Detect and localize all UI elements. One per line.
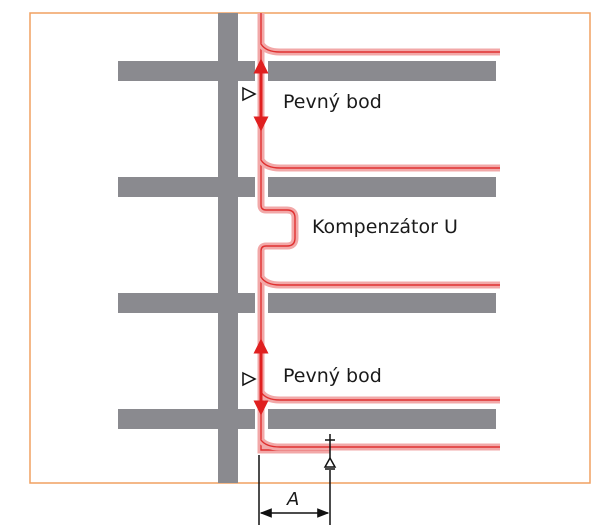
dimension-label: A <box>286 489 299 510</box>
branch-pipe-1 <box>258 41 500 56</box>
floor-slab-left-1 <box>118 61 218 81</box>
floor-slab-right-1 <box>268 61 496 81</box>
floor-slab-left-4 <box>118 409 218 429</box>
fixed-point-label-bottom: Pevný bod <box>283 365 382 387</box>
pipe-support-symbol <box>323 434 337 470</box>
building-column <box>218 13 238 483</box>
floor-slab-mid-2 <box>238 177 255 197</box>
floor-slab-mid-1 <box>238 61 255 81</box>
floor-slab-right-4 <box>268 409 496 429</box>
compensator-label: Kompenzátor U <box>312 216 458 238</box>
branch-pipe-3 <box>258 274 500 289</box>
dimension-a: A <box>258 455 331 525</box>
floor-slab-left-3 <box>118 293 218 313</box>
riser-pipe <box>257 13 330 454</box>
floor-slab-mid-4 <box>238 409 255 429</box>
diagram-frame <box>29 12 591 484</box>
branch-pipe-2 <box>258 157 500 172</box>
floor-slab-right-3 <box>268 293 496 313</box>
floor-slab-mid-3 <box>238 293 255 313</box>
floor-slab-right-2 <box>268 177 496 197</box>
floor-slabs <box>118 61 496 429</box>
branch-pipe-4 <box>258 389 500 404</box>
fixed-point-marker-bottom <box>242 371 257 387</box>
branch-pipe-5 <box>258 437 500 451</box>
floor-slab-left-2 <box>118 177 218 197</box>
fixed-point-label-top: Pevný bod <box>283 91 382 113</box>
fixed-point-marker-top <box>242 86 257 102</box>
